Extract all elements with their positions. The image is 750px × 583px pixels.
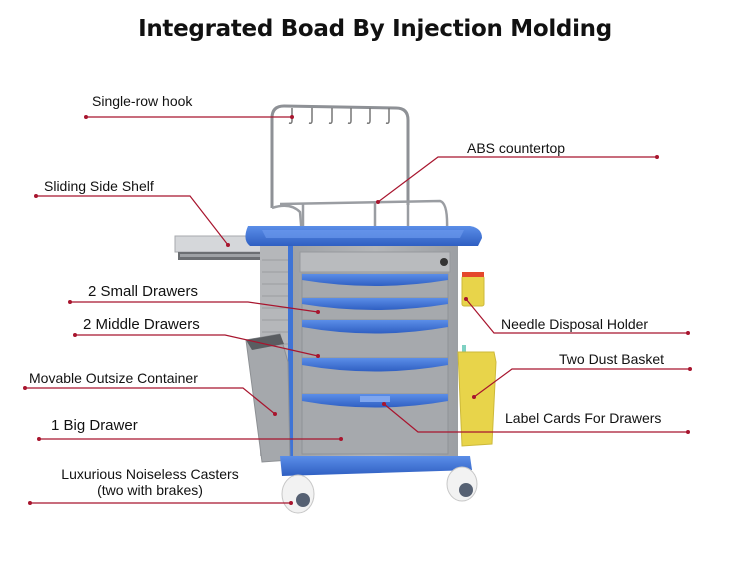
leader-dust-basket (473, 368, 690, 398)
abs-countertop-shape (245, 226, 482, 246)
caster-front-left (281, 474, 315, 514)
leader-middle-drawers (75, 334, 319, 357)
middle-drawer-2 (301, 357, 449, 395)
needle-disposal-holder (461, 272, 485, 307)
page-title: Integrated Boad By Injection Molding (138, 16, 612, 42)
leader-small-drawers (70, 301, 319, 313)
leader-abs-countertop (377, 156, 657, 203)
callout-needle-disposal-holder: Needle Disposal Holder (501, 316, 649, 332)
callout-casters-subtitle: (two with brakes) (97, 482, 203, 498)
leader-sliding-side-shelf (36, 195, 229, 246)
callout-sliding-side-shelf: Sliding Side Shelf (44, 178, 154, 194)
callout-casters: Luxurious Noiseless Casters (two with br… (44, 466, 256, 498)
guard-rail (271, 199, 449, 237)
base (280, 456, 472, 476)
small-drawer-1 (301, 273, 449, 299)
callout-single-row-hook: Single-row hook (92, 93, 193, 109)
label-card (360, 396, 390, 402)
middle-drawer-1 (301, 319, 449, 359)
callout-middle-drawers: 2 Middle Drawers (83, 316, 200, 333)
hooks (288, 108, 390, 124)
leader-dots (23, 115, 692, 505)
lock-icon (440, 258, 448, 266)
leader-label-cards (383, 403, 688, 433)
callout-big-drawer: 1 Big Drawer (51, 417, 138, 434)
outsize-container (245, 333, 291, 463)
callout-casters-title: Luxurious Noiseless Casters (61, 466, 239, 482)
leader-needle-disposal-holder (465, 298, 688, 334)
drawers (301, 273, 449, 455)
callout-small-drawers: 2 Small Drawers (88, 283, 199, 300)
leader-outsize-container (25, 387, 276, 415)
callout-abs-countertop: ABS countertop (467, 140, 566, 156)
dust-basket (457, 345, 497, 447)
small-drawer-2 (301, 297, 449, 321)
callout-dust-basket: Two Dust Basket (559, 351, 665, 367)
caster-front-right (446, 466, 478, 502)
big-drawer (301, 393, 449, 455)
hook-rail (270, 104, 410, 208)
callout-outsize-container: Movable Outsize Container (29, 370, 198, 386)
callout-label-cards: Label Cards For Drawers (505, 410, 662, 426)
leader-lines (25, 116, 690, 504)
